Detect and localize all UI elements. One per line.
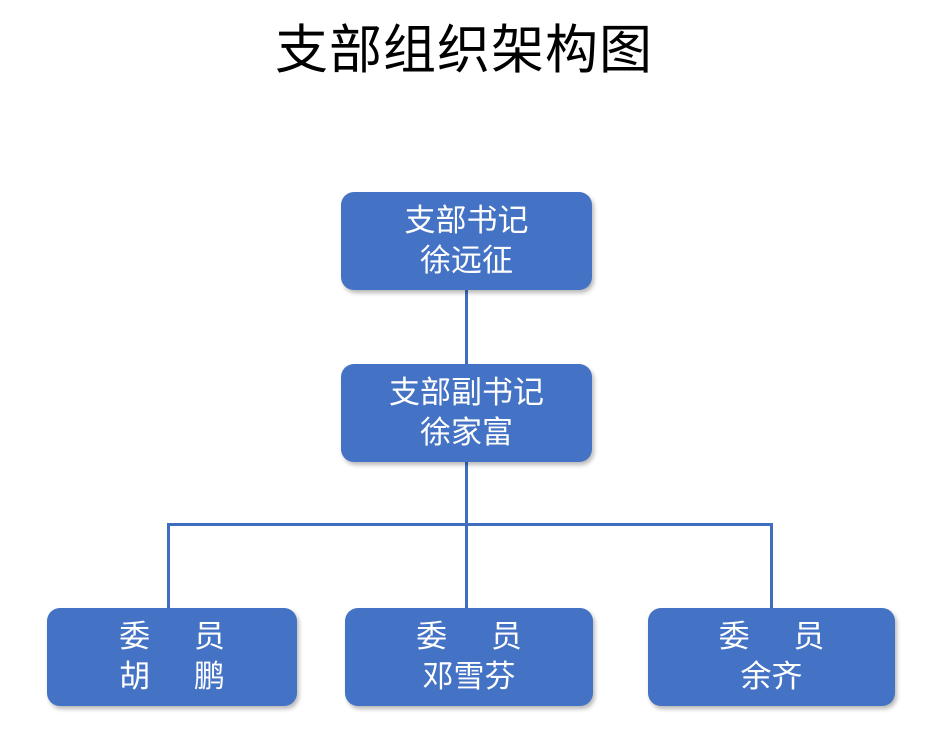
connector-drop-member-1 xyxy=(465,523,468,609)
org-node-deputy-secretary[interactable]: 支部副书记 徐家富 xyxy=(341,364,592,462)
org-node-name: 胡 鹏 xyxy=(119,659,243,694)
org-node-name: 邓雪芬 xyxy=(422,659,516,694)
org-node-role: 委 员 xyxy=(416,619,540,654)
org-node-name: 徐家富 xyxy=(420,415,513,450)
org-node-secretary[interactable]: 支部书记 徐远征 xyxy=(341,192,592,290)
org-node-role: 委 员 xyxy=(718,619,843,654)
connector-drop-member-2 xyxy=(770,523,773,609)
connector-secretary-to-deputy xyxy=(465,289,468,365)
connector-deputy-stem xyxy=(465,461,468,525)
org-node-member-yu-qi[interactable]: 委 员 余齐 xyxy=(648,608,895,706)
connector-drop-member-0 xyxy=(167,523,170,609)
org-node-name: 徐远征 xyxy=(420,243,513,278)
org-node-role: 支部副书记 xyxy=(389,375,544,410)
page-title: 支部组织架构图 xyxy=(275,22,653,80)
connector-horizontal-bus xyxy=(167,523,773,526)
org-node-role: 委 员 xyxy=(119,619,243,654)
org-node-member-deng-xuefen[interactable]: 委 员 邓雪芬 xyxy=(345,608,593,706)
org-node-role: 支部书记 xyxy=(404,203,529,238)
org-node-name: 余齐 xyxy=(740,659,803,694)
org-node-member-hu-peng[interactable]: 委 员 胡 鹏 xyxy=(47,608,297,706)
